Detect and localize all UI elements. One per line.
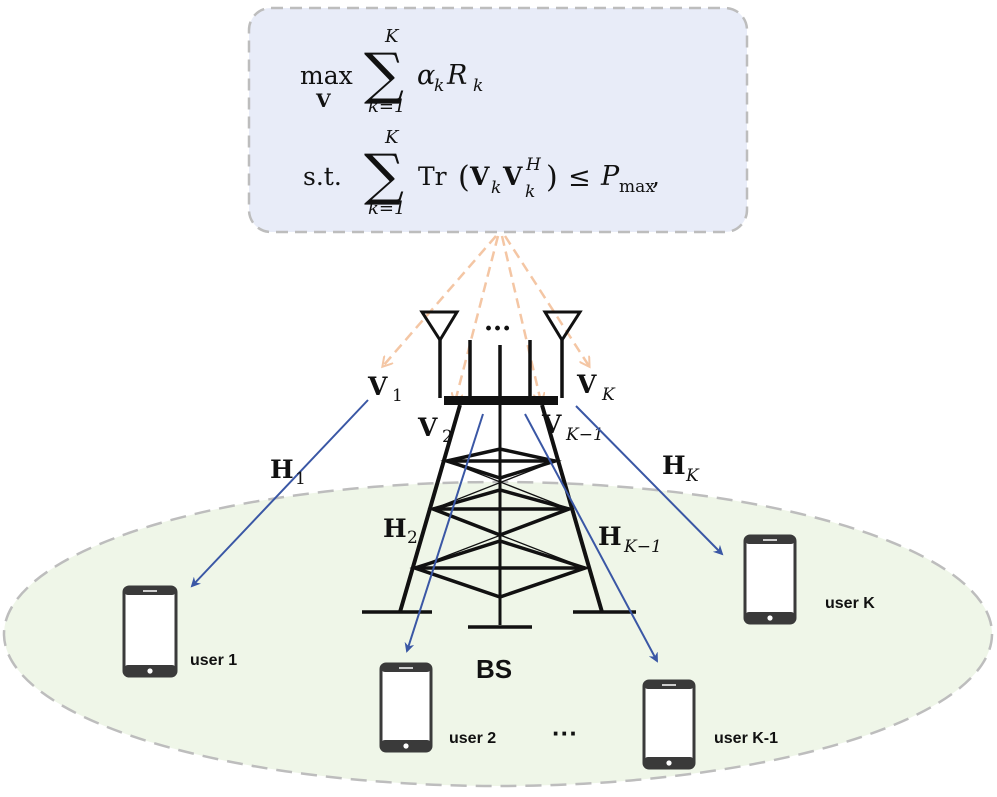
channel-label-2: H [383, 514, 407, 543]
precoder-label-1-sub: 1 [392, 386, 403, 406]
max-operator: max [300, 61, 353, 90]
precoder-v: V [469, 162, 490, 191]
sum-lower-1: k=1 [368, 96, 405, 117]
antenna-left [419, 310, 460, 343]
beamformer-arrows [383, 235, 589, 402]
antenna-ellipsis: ··· [484, 314, 511, 344]
subject-to: s.t. [303, 162, 342, 191]
channel-arrow-km1 [524, 413, 658, 663]
base-station-label: BS [476, 654, 512, 684]
phone-icon [743, 534, 797, 625]
sum-symbol-2: ∑ [364, 143, 404, 208]
channel-label-2-sub: 2 [407, 528, 418, 548]
formula-comma: , [652, 162, 660, 191]
precoder-v-sub: k [491, 178, 501, 198]
channel-label-1: H [270, 455, 294, 484]
alpha-sub: k [434, 76, 444, 96]
antenna-right [542, 310, 583, 343]
channel-label-km1: H [598, 522, 622, 551]
channel-label-1-sub: 1 [295, 469, 306, 489]
optimization-formula: max V K ∑ k=1 α k R k s.t. K ∑ k=1 Tr ( … [300, 26, 660, 219]
channel-arrows [190, 399, 724, 663]
precoder-label-2: V [417, 413, 438, 442]
channel-arrow-2 [404, 413, 484, 653]
sum-upper-1: K [384, 26, 400, 47]
phone-icon [379, 662, 433, 753]
power-p: P [600, 161, 620, 192]
rate-sub: k [473, 76, 483, 96]
power-sub: max [619, 177, 655, 197]
channel-label-km1-sub: K−1 [623, 537, 662, 557]
phone-icon [642, 679, 696, 770]
channel-arrow-k [575, 405, 724, 556]
user-label-k: user K [825, 595, 875, 612]
leq-sign: ≤ [568, 162, 591, 193]
objective-rate: R [446, 60, 467, 91]
precoder-vh-sup: H [525, 155, 542, 175]
phone-user-km1 [642, 679, 696, 770]
optimization-problem-box [247, 6, 749, 234]
user-label-1: user 1 [190, 652, 237, 669]
objective-alpha: α [417, 60, 435, 91]
antenna-platform [444, 396, 558, 405]
precoder-label-k-sub: K [601, 385, 616, 405]
phone-user-2 [379, 662, 433, 753]
precoder-label-2-sub: 2 [442, 427, 453, 447]
channel-arrow-1 [190, 399, 369, 588]
paren-close: ) [546, 160, 558, 195]
beam-arrow-1 [383, 235, 497, 366]
channel-label-k: H [662, 451, 686, 480]
user-label-km1: user K-1 [714, 730, 778, 747]
max-variable: V [315, 90, 332, 112]
beam-arrow-2 [455, 235, 500, 402]
trace-operator: Tr [418, 162, 447, 191]
paren-open: ( [458, 160, 470, 195]
beam-arrow-3 [500, 235, 541, 402]
precoder-label-km1: V [541, 410, 562, 439]
precoder-vh-sub: k [525, 182, 535, 202]
sum-lower-2: k=1 [368, 198, 405, 219]
precoder-label-k: V [576, 370, 597, 399]
sum-symbol-1: ∑ [364, 42, 404, 107]
precoder-vh: V [502, 162, 523, 191]
channel-label-k-sub: K [685, 466, 700, 486]
user-label-2: user 2 [449, 730, 496, 747]
beam-arrow-4 [503, 235, 589, 366]
base-station-tower [362, 310, 636, 629]
user-ellipsis: ··· [552, 718, 578, 748]
sum-upper-2: K [384, 127, 400, 148]
precoder-label-km1-sub: K−1 [565, 425, 604, 445]
precoder-label-1: V [367, 372, 388, 401]
phone-user-1 [122, 585, 178, 678]
phone-icon [122, 585, 178, 678]
phone-user-k [743, 534, 797, 625]
